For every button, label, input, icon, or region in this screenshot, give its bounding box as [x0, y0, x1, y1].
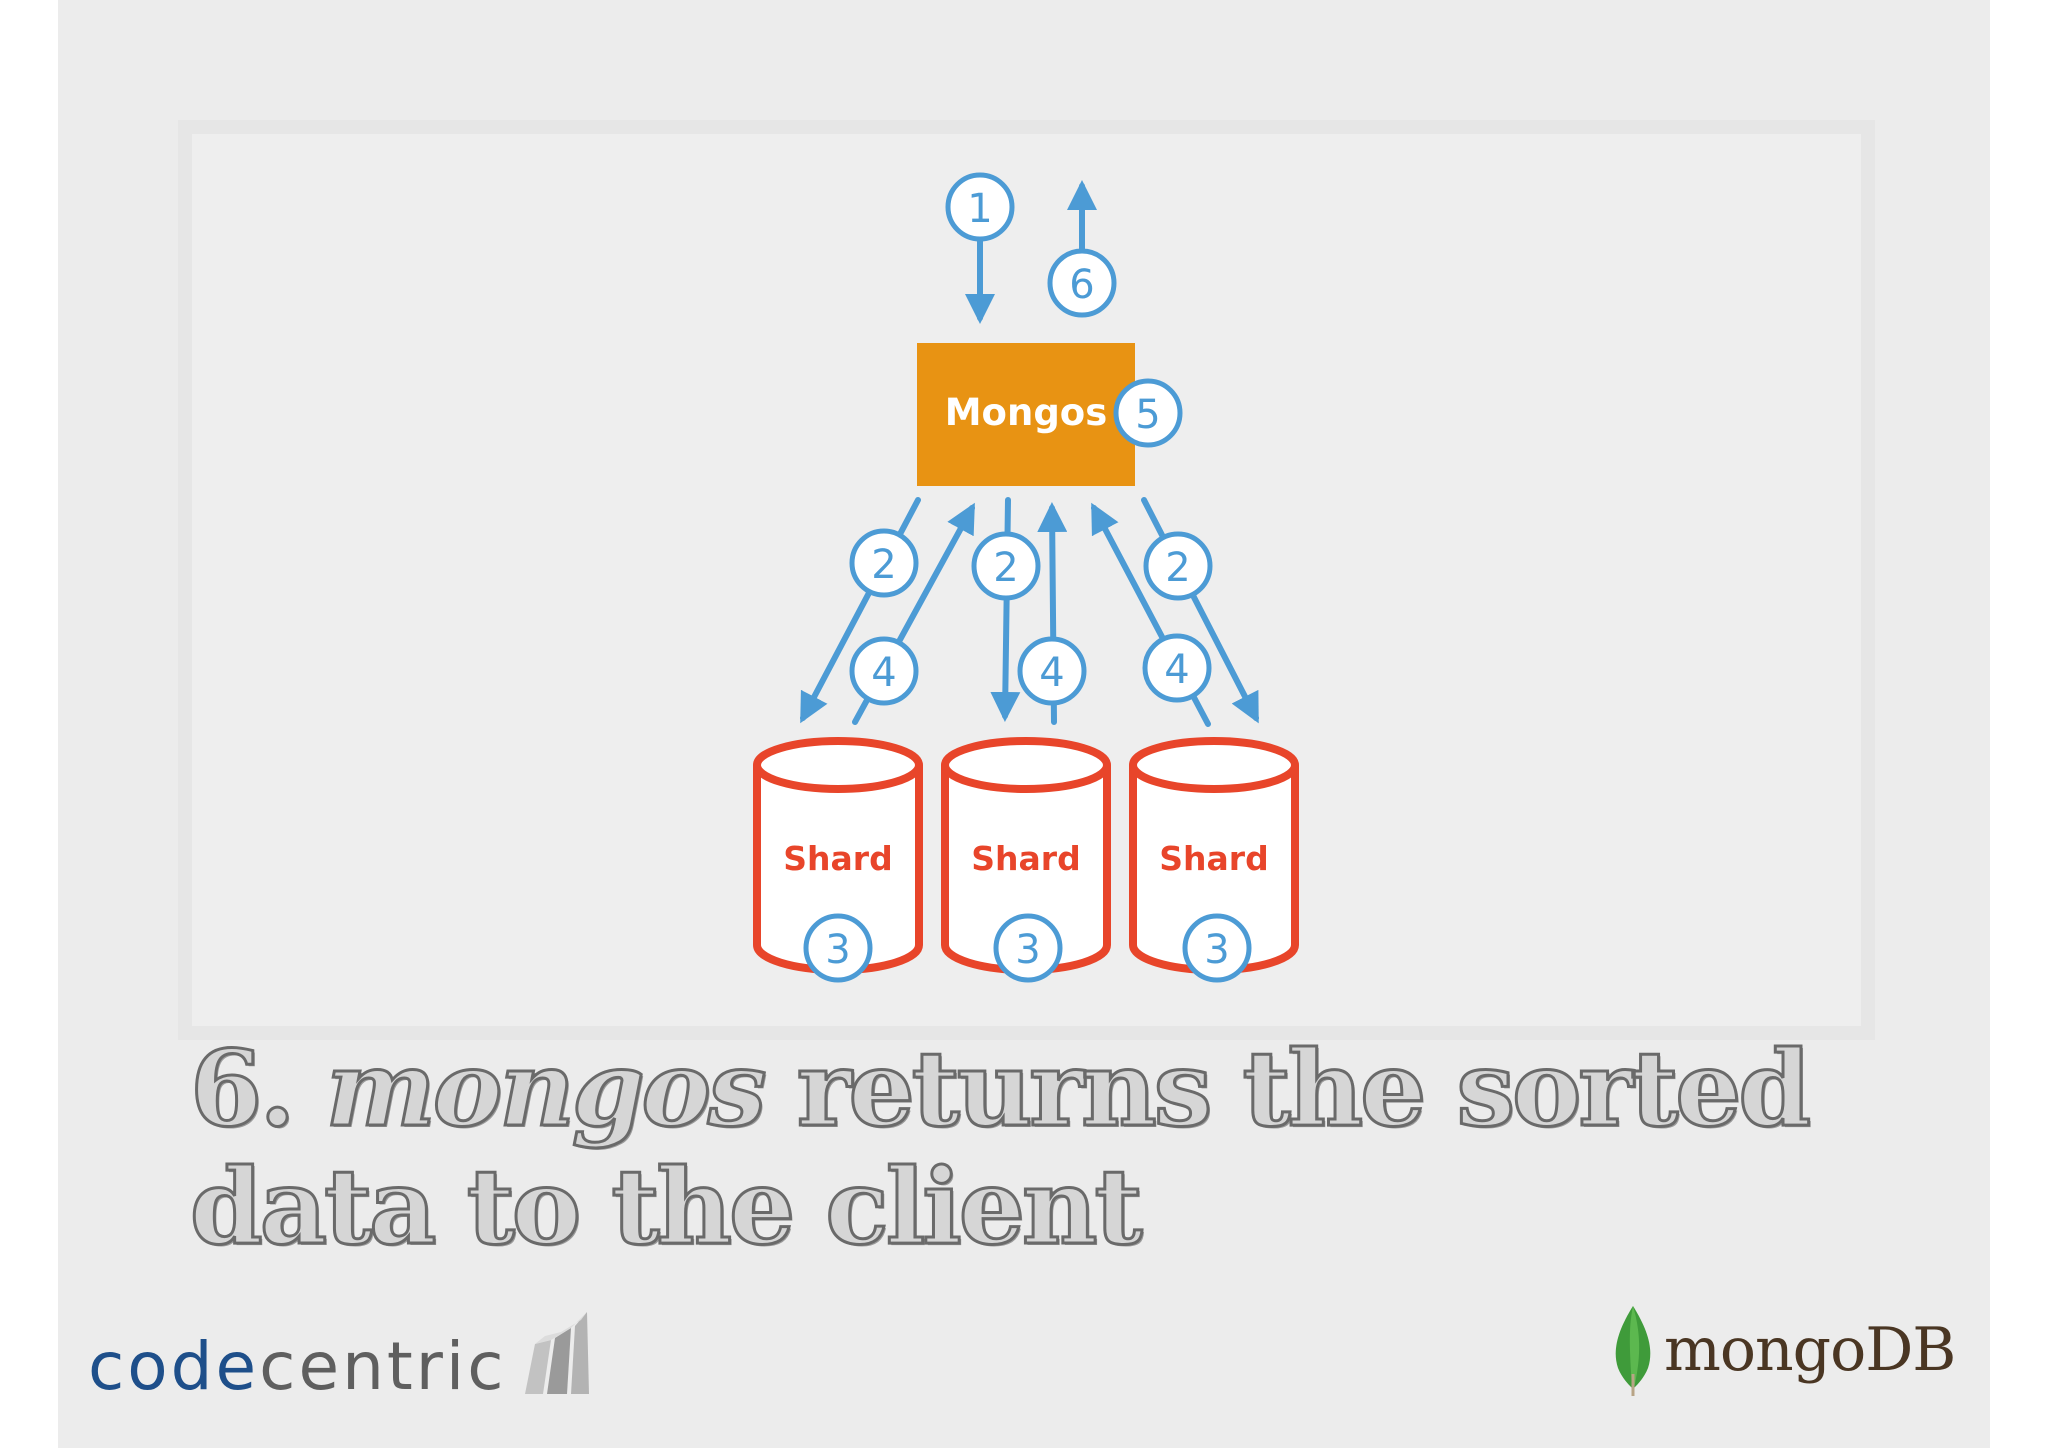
headline-step-number: 6. [189, 1027, 298, 1150]
mongos-router-box [917, 343, 1135, 486]
codecentric-mark-icon [524, 1312, 589, 1394]
step-badge-6 [1047, 248, 1117, 318]
headline-emphasis: mongos [324, 1027, 768, 1150]
codecentric-logo: codecentric [88, 1300, 591, 1400]
step-badge-1 [945, 172, 1015, 242]
step-number-3-right: 3 [1204, 927, 1229, 973]
step-badge-3-left [803, 913, 873, 983]
step-number-4-left: 4 [871, 650, 896, 696]
mongodb-logo: mongoDB [1610, 1300, 1956, 1400]
step-badge-2-right [1143, 531, 1213, 601]
mongos-label: Mongos [945, 391, 1108, 434]
shard-label-middle: Shard [971, 839, 1080, 878]
step-badge-5 [1113, 378, 1183, 448]
shard-label-left: Shard [783, 839, 892, 878]
step-number-2-right: 2 [1165, 545, 1190, 591]
step-number-2-left: 2 [871, 542, 896, 588]
mongodb-logo-part1: mongo [1664, 1315, 1866, 1385]
step-number-3-left: 3 [825, 927, 850, 973]
codecentric-logo-part1: code [88, 1328, 260, 1405]
step-number-3-middle: 3 [1015, 927, 1040, 973]
step-badge-4-middle [1017, 636, 1087, 706]
step-badge-2-left [849, 528, 919, 598]
mongodb-leaf-icon [1615, 1306, 1651, 1396]
headline-line1: returns the sorted [795, 1027, 1812, 1150]
step-number-6: 6 [1069, 262, 1094, 308]
shard-label-right: Shard [1159, 839, 1268, 878]
step-badge-3-middle [993, 913, 1063, 983]
step-badge-3-right [1182, 913, 1252, 983]
step-number-4-middle: 4 [1039, 650, 1064, 696]
mongodb-logo-part2: DB [1865, 1315, 1956, 1385]
headline-line2: data to the client [189, 1145, 1145, 1268]
step-number-2-middle: 2 [993, 545, 1018, 591]
step-badge-2-middle [971, 531, 1041, 601]
step-number-1: 1 [967, 186, 992, 232]
step-badge-4-left [849, 636, 919, 706]
codecentric-logo-part2: centric [259, 1328, 507, 1405]
step-badge-4-right [1142, 633, 1212, 703]
step-number-5: 5 [1135, 392, 1160, 438]
shard-cylinder-middle [941, 737, 1111, 974]
step-number-4-right: 4 [1164, 647, 1189, 693]
